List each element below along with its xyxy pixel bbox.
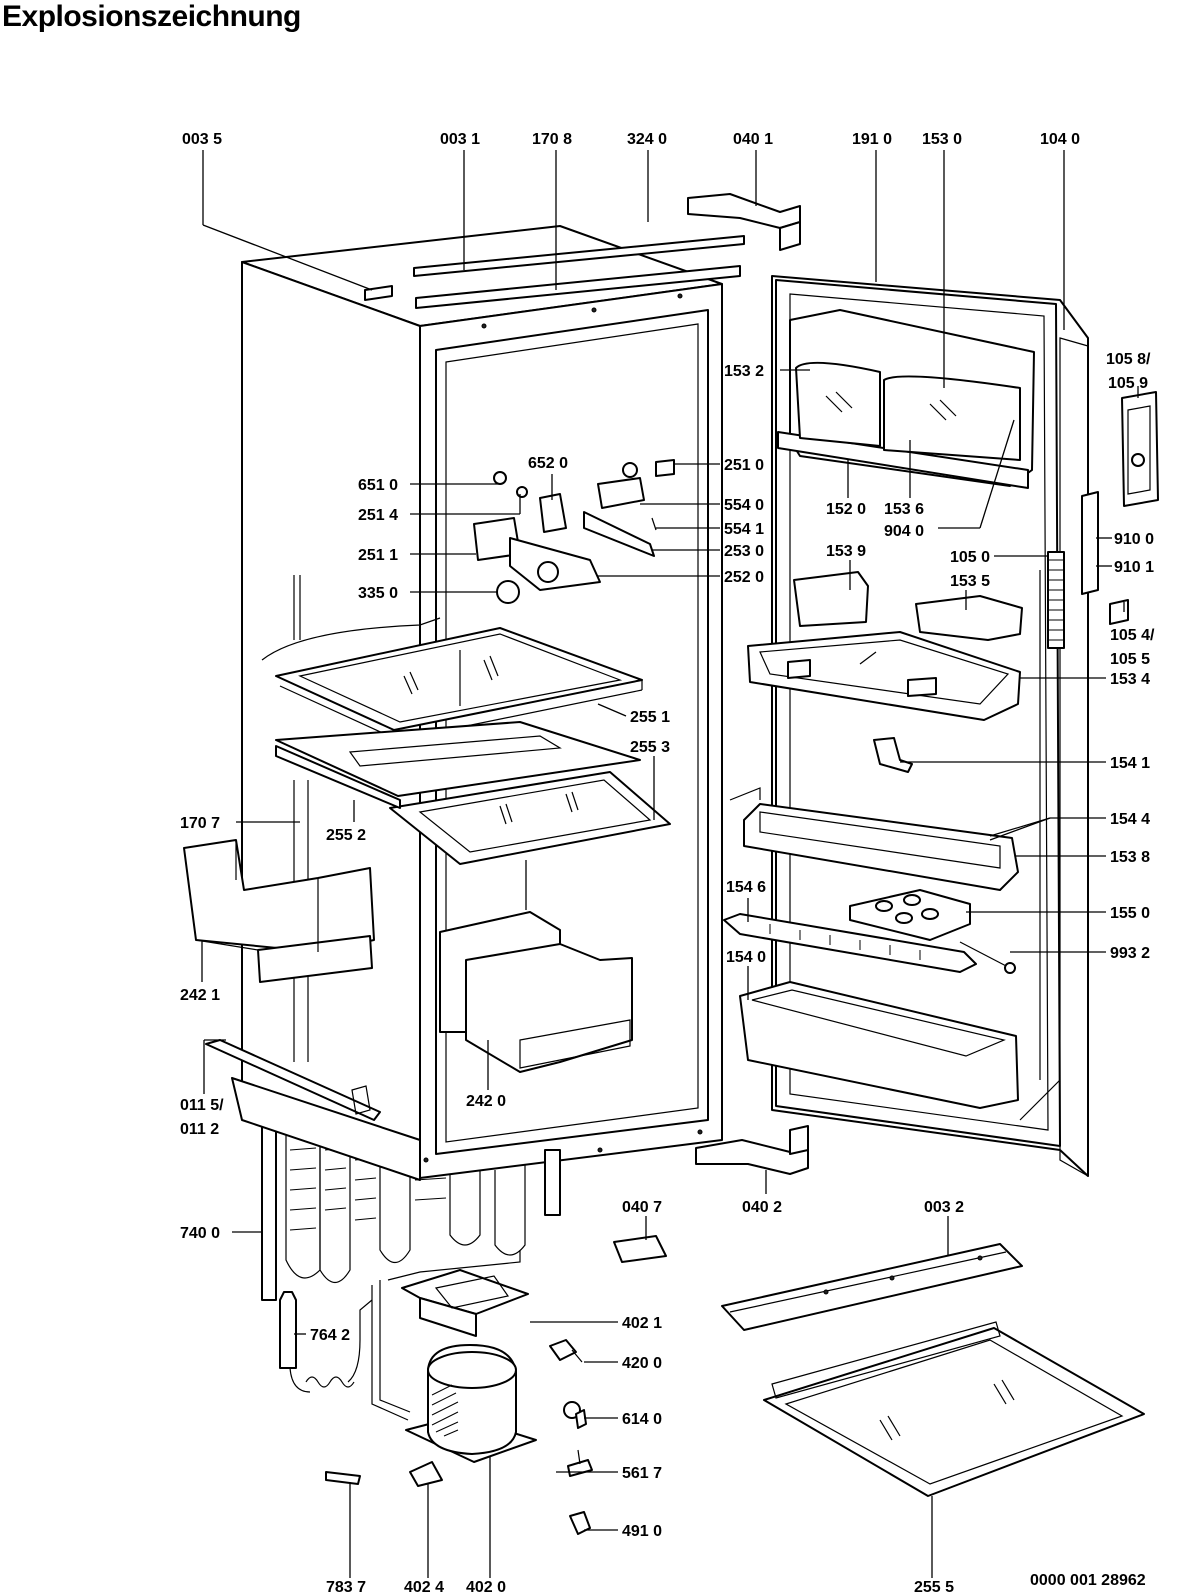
label-1538: 153 8 xyxy=(1110,849,1150,866)
door-shelf-middle xyxy=(729,787,1051,891)
label-1534: 153 4 xyxy=(1110,671,1150,688)
label-0407: 040 7 xyxy=(622,1199,662,1216)
label-1055: 105 5 xyxy=(1110,651,1150,668)
label-5540: 554 0 xyxy=(724,497,764,514)
bottle-rack xyxy=(723,913,1016,974)
label-1050: 105 0 xyxy=(950,549,990,566)
label-3240: 324 0 xyxy=(627,131,667,148)
label-5617: 561 7 xyxy=(622,1465,662,1482)
label-9101: 910 1 xyxy=(1114,559,1154,576)
label-0112: 011 2 xyxy=(180,1121,219,1138)
label-1910: 191 0 xyxy=(852,131,892,148)
document-number: 0000 001 28962 xyxy=(1030,1572,1146,1589)
hinge-bottom xyxy=(695,1125,809,1175)
label-0115: 011 5/ xyxy=(180,1097,224,1114)
label-1550: 155 0 xyxy=(1110,905,1150,922)
crisper-drawer-left xyxy=(183,839,375,983)
compressor xyxy=(371,1250,537,1463)
label-4020: 402 0 xyxy=(466,1579,506,1595)
label-1546: 154 6 xyxy=(726,879,766,896)
glass-shelf-loose xyxy=(763,1321,1145,1497)
label-1536: 153 6 xyxy=(884,501,924,518)
door-handle-parts xyxy=(1081,391,1159,625)
label-2553: 255 3 xyxy=(630,739,670,756)
label-2421: 242 1 xyxy=(180,987,220,1004)
bottle-shelf xyxy=(739,981,1019,1109)
label-5541: 554 1 xyxy=(724,521,764,538)
label-1539: 153 9 xyxy=(826,543,866,560)
small-parts-bottom xyxy=(325,1235,667,1535)
label-2552: 255 2 xyxy=(326,827,366,844)
label-9100: 910 0 xyxy=(1114,531,1154,548)
egg-holder xyxy=(849,889,971,941)
door-trim-strip xyxy=(721,1243,1023,1331)
label-1059: 105 9 xyxy=(1108,375,1148,392)
small-clip xyxy=(873,737,913,773)
label-2511: 251 1 xyxy=(358,547,398,564)
label-2555: 255 5 xyxy=(914,1579,954,1595)
label-4024: 402 4 xyxy=(404,1579,444,1595)
label-0402: 040 2 xyxy=(742,1199,782,1216)
label-1530: 153 0 xyxy=(922,131,962,148)
label-2520: 252 0 xyxy=(724,569,764,586)
label-6520: 652 0 xyxy=(528,455,568,472)
label-7837: 783 7 xyxy=(326,1579,366,1595)
label-1541: 154 1 xyxy=(1110,755,1150,772)
page-title: Explosionszeichnung xyxy=(2,0,301,33)
label-1535: 153 5 xyxy=(950,573,990,590)
label-1708: 170 8 xyxy=(532,131,572,148)
label-1707: 170 7 xyxy=(180,815,220,832)
label-0032: 003 2 xyxy=(924,1199,964,1216)
door-shelf-top xyxy=(747,631,1021,721)
part-number-labels: 003 5 003 1 170 8 324 0 040 1 191 0 153 … xyxy=(180,131,1155,1595)
label-6140: 614 0 xyxy=(622,1411,662,1428)
label-0401: 040 1 xyxy=(733,131,773,148)
label-2530: 253 0 xyxy=(724,543,764,560)
label-7400: 740 0 xyxy=(180,1225,220,1242)
hinge-top xyxy=(687,193,801,251)
label-1040: 104 0 xyxy=(1040,131,1080,148)
label-6510: 651 0 xyxy=(358,477,398,494)
label-2510: 251 0 xyxy=(724,457,764,474)
label-4910: 491 0 xyxy=(622,1523,662,1540)
label-1054: 105 4/ xyxy=(1110,627,1155,644)
butter-compartment xyxy=(777,309,1035,489)
label-0031: 003 1 xyxy=(440,131,480,148)
label-1532: 153 2 xyxy=(724,363,764,380)
label-1058: 105 8/ xyxy=(1106,351,1151,368)
label-7642: 764 2 xyxy=(310,1327,350,1344)
label-1540: 154 0 xyxy=(726,949,766,966)
label-4200: 420 0 xyxy=(622,1355,662,1372)
label-2551: 255 1 xyxy=(630,709,670,726)
label-9040: 904 0 xyxy=(884,523,924,540)
thermostat-assembly xyxy=(473,459,675,604)
leader-lines xyxy=(201,150,1139,1578)
label-4021: 402 1 xyxy=(622,1315,662,1332)
crisper-drawer-right xyxy=(439,911,633,1073)
label-2420: 242 0 xyxy=(466,1093,506,1110)
label-0035: 003 5 xyxy=(182,131,222,148)
label-9932: 993 2 xyxy=(1110,945,1150,962)
base-rail xyxy=(205,1039,421,1181)
label-2514: 251 4 xyxy=(358,507,398,524)
glass-shelf-lower xyxy=(275,721,671,865)
label-1520: 152 0 xyxy=(826,501,866,518)
label-1544: 154 4 xyxy=(1110,811,1150,828)
label-3350: 335 0 xyxy=(358,585,398,602)
dryer-and-capillary xyxy=(279,1291,373,1393)
egg-tray xyxy=(793,571,1023,641)
compressor-mount xyxy=(401,1269,529,1337)
